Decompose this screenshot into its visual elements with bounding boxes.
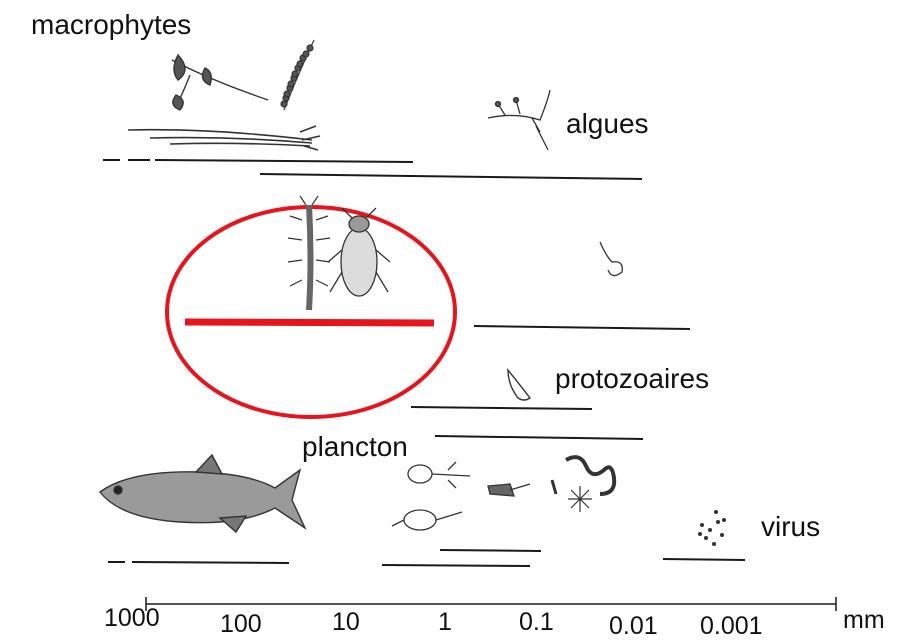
rotifer-icon (488, 484, 530, 496)
tick-label: 1000 (104, 606, 160, 631)
label-protozoaires: protozoaires (555, 365, 709, 393)
macrophyte-range-bar (155, 160, 413, 162)
tick-label: 0.1 (519, 610, 554, 635)
fern-icon (281, 40, 314, 110)
virus-range-bar (663, 559, 745, 560)
label-virus: virus (761, 513, 820, 541)
daphnia-icon (392, 510, 462, 530)
grass-icon (128, 126, 320, 150)
label-macrophytes: macrophytes (31, 11, 191, 39)
tick-label: 1 (438, 610, 452, 635)
tick-label: 0.001 (700, 614, 763, 639)
spiral-filament-icon (566, 457, 614, 494)
tick-label: 10 (332, 610, 360, 635)
protozoa-range-bar (411, 407, 592, 409)
copepod-icon (408, 462, 470, 488)
axis-unit-label: mm (843, 608, 885, 633)
tick-label: 0.01 (609, 614, 658, 639)
fish-icon (100, 455, 305, 532)
protozoa-range-bar-upper (474, 326, 690, 329)
fish-range-bar (132, 562, 289, 563)
tick-label: 100 (220, 612, 262, 637)
zooplankton-range-bar-lower (382, 565, 530, 566)
algae-range-bar (260, 174, 642, 179)
plankton-range-bar (435, 436, 643, 439)
star-alga-icon (552, 480, 592, 512)
aquatic-plant-icon (172, 55, 268, 110)
diatom-icon (508, 370, 530, 400)
size-axis (146, 597, 836, 611)
virus-particles-icon (698, 510, 726, 546)
insect-larva-icon (288, 196, 330, 310)
label-algues: algues (566, 110, 649, 138)
highlight-range-bar (185, 322, 434, 323)
label-plancton: plancton (302, 433, 408, 461)
algae-icon (488, 90, 550, 150)
protozoan-icon (600, 242, 622, 276)
zooplankton-range-bar (440, 550, 541, 551)
